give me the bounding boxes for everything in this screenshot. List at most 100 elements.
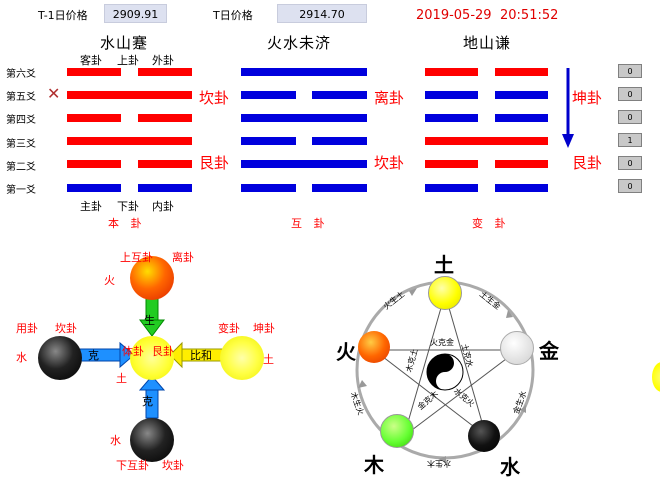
- upper-mutual-ball-fire: [130, 256, 174, 300]
- mutual-hexagram-name: 火水未济: [267, 34, 332, 52]
- five-elements-diagram: [355, 280, 535, 463]
- mutual-line-1-yin-right: [312, 184, 367, 192]
- body-ball-earth: [130, 336, 174, 380]
- main-line-2-yin-right: [138, 160, 192, 168]
- offscreen-ball: [652, 362, 660, 392]
- changed-line-4-yin-right: [495, 114, 548, 122]
- date-text: 2019-05-29: [416, 8, 492, 23]
- yao-label-1: 第一爻: [6, 185, 36, 196]
- changed-hexagram-name: 地山谦: [463, 34, 512, 52]
- main-line-3-yang: [67, 137, 192, 145]
- earth-label: 土: [434, 253, 454, 277]
- yao-label-5: 第五爻: [6, 92, 36, 103]
- mutual-line-5-yin-left: [241, 91, 296, 99]
- mutual-line-3-yin-left: [241, 137, 296, 145]
- water-label: 水: [500, 455, 520, 479]
- changed-lower-trigram: 艮卦: [572, 154, 603, 172]
- use-trigram: 坎卦: [55, 322, 77, 335]
- restrain-bottom-head: [138, 375, 166, 391]
- changed-line-5-yin-left: [425, 91, 478, 99]
- fire-ball: [358, 331, 390, 363]
- change-down-arrow: [562, 68, 574, 148]
- line-2-counter[interactable]: 0: [618, 156, 642, 170]
- moving-line-mark: ✕: [47, 84, 61, 103]
- restrain-left-head: [119, 341, 135, 369]
- harmony-right-head: [169, 341, 183, 369]
- generate-arrow-head: [139, 319, 165, 337]
- main-lower-trigram: 艮卦: [199, 154, 230, 172]
- changed-line-6-yin-right: [495, 68, 548, 76]
- yao-label-4: 第四爻: [6, 115, 36, 126]
- changed-ball-earth: [220, 336, 264, 380]
- changed-line-4-yin-left: [425, 114, 478, 122]
- main-line-4-yin-right: [138, 114, 192, 122]
- line-5-counter[interactable]: 0: [618, 87, 642, 101]
- mutual-caption: 互 卦: [291, 217, 329, 230]
- yao-label-6: 第六爻: [6, 69, 36, 80]
- main-upper-trigram: 坎卦: [199, 89, 230, 107]
- main-hexagram-name: 水山蹇: [100, 34, 149, 52]
- changed-line-3-yang: [425, 137, 548, 145]
- yao-label-2: 第二爻: [6, 162, 36, 173]
- main-line-4-yin-left: [67, 114, 121, 122]
- yin-yang-icon: [426, 353, 464, 391]
- changed-line-6-yin-left: [425, 68, 478, 76]
- cycle-arrowheads: [358, 288, 526, 463]
- mutual-line-5-yin-right: [312, 91, 367, 99]
- upper-mutual-element: 火: [104, 274, 115, 287]
- prev-price-field[interactable]: 2909.91: [104, 4, 167, 23]
- line-4-counter[interactable]: 0: [618, 110, 642, 124]
- mutual-line-6-yang: [241, 68, 367, 76]
- body-element: 土: [116, 372, 127, 385]
- upper-mutual-trigram: 离卦: [172, 251, 194, 264]
- water-generates-wood: 水生木: [427, 459, 451, 468]
- line-1-counter[interactable]: 0: [618, 179, 642, 193]
- outer-trigram-label: 外卦: [152, 54, 174, 67]
- mutual-lower-trigram: 坎卦: [374, 154, 405, 172]
- main-line-6-yin-left: [67, 68, 121, 76]
- upper-trigram-label: 上卦: [117, 54, 139, 67]
- changed-label: 变卦: [218, 322, 240, 335]
- main-line-1-yin-left: [67, 184, 121, 192]
- metal-ball: [500, 331, 534, 365]
- changed-line-2-yin-right: [495, 160, 548, 168]
- price-field[interactable]: 2914.70: [277, 4, 367, 23]
- lower-mutual-trigram: 坎卦: [162, 459, 184, 472]
- mutual-line-3-yin-right: [312, 137, 367, 145]
- guest-trigram-label: 客卦: [80, 54, 102, 67]
- use-ball-water: [38, 336, 82, 380]
- changed-upper-trigram: 坤卦: [572, 89, 603, 107]
- changed-line-1-yin-left: [425, 184, 478, 192]
- body-trigram: 艮卦: [152, 345, 174, 358]
- changed-trigram: 坤卦: [253, 322, 275, 335]
- restraint-star: [373, 293, 519, 437]
- lower-mutual-label: 下互卦: [116, 459, 149, 472]
- changed-line-5-yin-right: [495, 91, 548, 99]
- fire-restrains-metal: 火克金: [430, 338, 454, 347]
- mutual-line-1-yin-left: [241, 184, 296, 192]
- harmony-label: 比和: [190, 349, 212, 362]
- line-3-counter[interactable]: 1: [618, 133, 642, 147]
- lower-trigram-label: 下卦: [117, 200, 139, 213]
- upper-mutual-label: 上互卦: [120, 251, 153, 264]
- lower-mutual-ball-water: [130, 418, 174, 462]
- restrain-bottom-label: 克: [142, 395, 153, 408]
- restrain-left-label: 克: [88, 349, 99, 362]
- line-6-counter[interactable]: 0: [618, 64, 642, 78]
- host-trigram-label: 主卦: [80, 200, 102, 213]
- inner-trigram-label: 内卦: [152, 200, 174, 213]
- changed-line-1-yin-right: [495, 184, 548, 192]
- mutual-upper-trigram: 离卦: [374, 89, 405, 107]
- wood-label: 木: [364, 453, 384, 477]
- generate-arrow-label: 生: [144, 314, 155, 327]
- relation-arrows: [79, 297, 223, 419]
- price-label: T日价格: [213, 9, 253, 22]
- main-line-1-yin-right: [138, 184, 192, 192]
- earth-ball: [428, 276, 462, 310]
- restrain-left-shaft: [79, 348, 121, 362]
- use-element: 水: [16, 351, 27, 364]
- lower-mutual-element: 水: [110, 434, 121, 447]
- wood-ball: [380, 414, 414, 448]
- yao-label-3: 第三爻: [6, 139, 36, 150]
- time-text: 20:51:52: [500, 8, 559, 23]
